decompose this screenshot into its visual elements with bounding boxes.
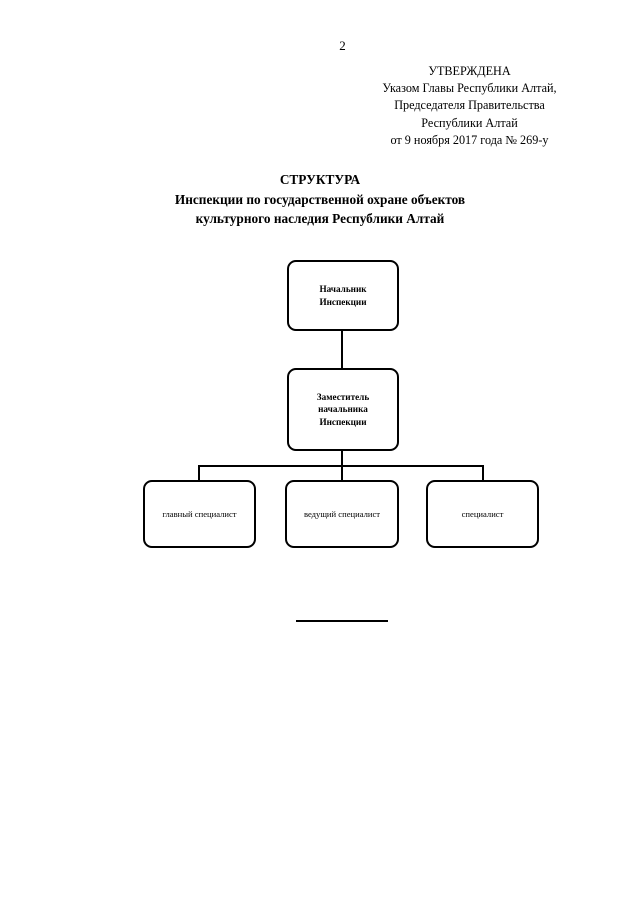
- org-node-deputy-line-2: начальника: [318, 404, 368, 415]
- page-number: 2: [339, 38, 346, 53]
- org-node-deputy-line-1: Заместитель: [316, 391, 370, 402]
- approval-block: УТВЕРЖДЕНА Указом Главы Республики Алтай…: [372, 63, 567, 149]
- title-line-1: СТРУКТУРА: [279, 172, 361, 187]
- org-node-specialist[interactable]: специалист: [426, 480, 539, 548]
- title-line-2: Инспекции по государственной охране объе…: [174, 191, 466, 207]
- org-node-specialist-label: специалист: [461, 508, 504, 519]
- approval-line-4: Республики Алтай: [421, 115, 518, 130]
- org-node-lead-specialist[interactable]: ведущий специалист: [285, 480, 399, 548]
- org-node-chief-line-1: Начальник: [319, 284, 367, 294]
- connector-chief-to-deputy: [341, 330, 343, 369]
- org-node-chief-label: Начальник Инспекции: [319, 283, 366, 308]
- org-node-chief[interactable]: Начальник Инспекции: [287, 260, 399, 331]
- connector-bus-to-spec-main: [198, 465, 200, 481]
- approval-line-2: Указом Главы Республики Алтай,: [382, 81, 557, 96]
- connector-deputy-to-bus: [341, 450, 343, 466]
- approval-line-1: УТВЕРЖДЕНА: [428, 64, 511, 78]
- org-node-deputy-label: Заместитель начальника Инспекции: [317, 391, 369, 429]
- title-line-3: культурного наследия Республики Алтай: [195, 211, 445, 226]
- page-title: СТРУКТУРА Инспекции по государственной о…: [70, 170, 570, 229]
- footer-separator-rule: [296, 620, 388, 622]
- connector-horizontal-bus: [198, 465, 484, 467]
- org-node-chief-line-2: Инспекции: [319, 296, 367, 307]
- org-node-deputy-line-3: Инспекции: [319, 416, 367, 427]
- approval-line-3: Председателя Правительства: [394, 98, 545, 113]
- org-node-main-specialist-label: главный специалист: [162, 508, 237, 519]
- connector-bus-to-spec-lead: [341, 465, 343, 481]
- org-node-main-specialist[interactable]: главный специалист: [143, 480, 256, 548]
- org-node-deputy[interactable]: Заместитель начальника Инспекции: [287, 368, 399, 451]
- approval-line-5: от 9 ноября 2017 года № 269-у: [390, 132, 549, 147]
- org-node-lead-specialist-label: ведущий специалист: [303, 508, 381, 519]
- connector-bus-to-spec-plain: [482, 465, 484, 481]
